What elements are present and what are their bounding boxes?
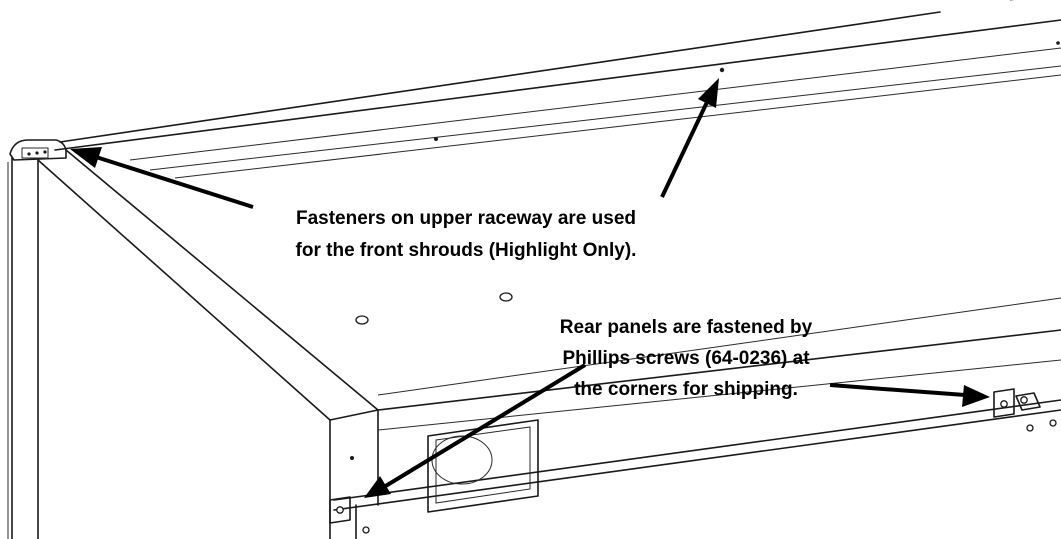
arrow-lower-right-head [962, 385, 990, 407]
panel-cutout-hole [431, 435, 493, 485]
raceway-rail-1 [54, 19, 1061, 151]
callout-arrows [70, 78, 990, 498]
raceway-rail-3 [149, 65, 1061, 171]
left-corner-screw [336, 506, 344, 514]
right-corner-screw [1000, 400, 1008, 408]
top-hole-1 [499, 292, 513, 302]
callout-upper-raceway: Fasteners on upper raceway are used for … [296, 208, 637, 261]
callout-rear-panels: Rear panels are fastened by Phillips scr… [560, 317, 813, 400]
raceway-rail-4 [174, 74, 1061, 179]
callout-rear-line-2: Phillips screws (64-0236) at [562, 348, 810, 369]
raceway-fastener-1 [434, 137, 438, 141]
callout-upper-line-2: for the front shrouds (Highlight Only). [296, 240, 637, 261]
side-top-edge-upper [37, 159, 331, 421]
left-post-bracket [21, 147, 49, 159]
raceway-front-edge [377, 329, 1061, 411]
cabinet-drawing [7, 0, 1061, 539]
right-corner-bracket [993, 388, 1015, 418]
arrow-lower-right [829, 383, 966, 397]
panel-cutout-frame [427, 419, 539, 513]
left-corner-bracket [329, 496, 351, 524]
callout-upper-line-1: Fasteners on upper raceway are used [296, 208, 636, 229]
side-top-edge-lower [65, 149, 379, 411]
top-hole-2 [355, 315, 369, 325]
arrow-lower-left-head [364, 476, 391, 498]
arrow-upper-left [95, 155, 254, 209]
arrow-upper-left-head [70, 147, 102, 168]
raceway-rail-2 [129, 47, 1061, 161]
raceway-fastener-3 [1056, 41, 1060, 45]
callout-rear-line-3: the corners for shipping. [574, 379, 798, 400]
arrow-upper-right-head [698, 78, 719, 108]
right-corner-bracket-2 [1015, 392, 1041, 411]
panel-cutout-inner [435, 426, 531, 504]
callout-rear-line-1: Rear panels are fastened by [560, 317, 813, 338]
front-post-top [329, 409, 379, 421]
raceway-upper-face [377, 297, 1061, 396]
arrow-lower-left [382, 363, 587, 489]
top-rear-edge [59, 11, 941, 143]
raceway-front-edge-2 [377, 359, 1061, 431]
arrow-upper-right [660, 99, 710, 198]
rear-panel-top-2 [333, 409, 1061, 511]
raceway-fastener-2 [719, 67, 725, 73]
